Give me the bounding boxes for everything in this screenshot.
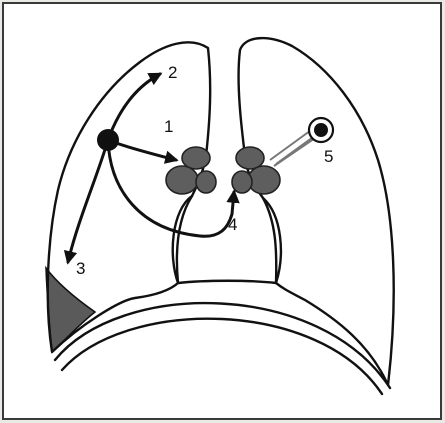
hilar-node-left-lower	[248, 166, 280, 194]
hilar-node-right-mid	[196, 171, 216, 193]
label-route-3: 3	[76, 259, 85, 278]
label-route-2: 2	[168, 63, 177, 82]
hilar-node-right-lower	[166, 166, 198, 194]
hilar-node-left-mid	[232, 171, 252, 193]
peripheral-lesion-core-icon	[314, 123, 328, 137]
label-route-1: 1	[164, 117, 173, 136]
arrow-route-4	[232, 192, 234, 214]
label-route-4: 4	[228, 215, 237, 234]
label-route-5: 5	[324, 147, 333, 166]
figure-frame	[3, 3, 441, 419]
